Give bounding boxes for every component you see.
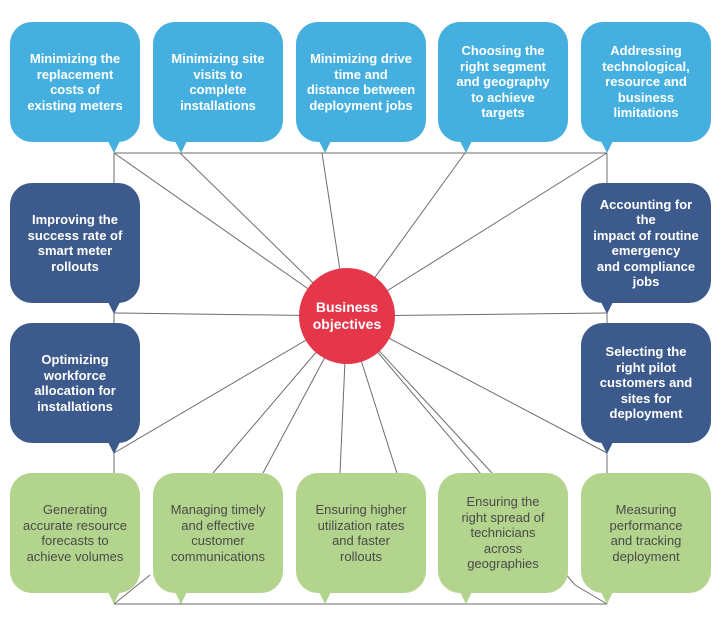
callout-tail xyxy=(601,141,613,153)
objective-technician-spread: Ensuring the right spread of technicians… xyxy=(438,473,568,604)
callout-tail xyxy=(460,592,472,604)
callout-tail xyxy=(601,442,613,454)
callout-tail xyxy=(319,141,331,153)
objective-success-rate: Improving the success rate of smart mete… xyxy=(10,183,140,314)
callout-tail xyxy=(175,141,187,153)
callout-tail xyxy=(175,592,187,604)
objective-site-visits: Minimizing site visits to complete insta… xyxy=(153,22,283,153)
objective-label: Generating accurate resource forecasts t… xyxy=(22,502,128,564)
objective-pilot-customers: Selecting the right pilot customers and … xyxy=(581,323,711,454)
objective-drive-time: Minimizing drive time and distance betwe… xyxy=(296,22,426,153)
callout-tail xyxy=(319,592,331,604)
objective-performance-tracking: Measuring performance and tracking deplo… xyxy=(581,473,711,604)
objective-segment-geography: Choosing the right segment and geography… xyxy=(438,22,568,153)
objective-label: Choosing the right segment and geography… xyxy=(456,43,550,121)
objective-label: Minimizing site visits to complete insta… xyxy=(171,51,265,113)
objective-label: Managing timely and effective customer c… xyxy=(170,502,266,564)
callout-tail xyxy=(108,442,120,454)
business-objectives-hub: Business objectives xyxy=(299,268,395,364)
callout-tail xyxy=(460,141,472,153)
callout-tail xyxy=(601,592,613,604)
callout-tail xyxy=(108,302,120,314)
objective-limitations: Addressing technological, resource and b… xyxy=(581,22,711,153)
objective-label: Optimizing workforce allocation for inst… xyxy=(34,352,116,414)
spoke-line xyxy=(346,152,608,317)
objective-label: Improving the success rate of smart mete… xyxy=(27,212,123,274)
hub-label: Business objectives xyxy=(312,299,382,332)
objective-label: Ensuring the right spread of technicians… xyxy=(461,494,545,572)
spoke-line xyxy=(113,574,151,605)
objective-utilization-rates: Ensuring higher utilization rates and fa… xyxy=(296,473,426,604)
objective-label: Addressing technological, resource and b… xyxy=(602,43,690,121)
callout-tail xyxy=(601,302,613,314)
objective-label: Minimizing the replacement costs of exis… xyxy=(27,51,123,113)
objective-label: Ensuring higher utilization rates and fa… xyxy=(315,502,407,564)
objective-customer-communications: Managing timely and effective customer c… xyxy=(153,473,283,604)
objective-workforce-allocation: Optimizing workforce allocation for inst… xyxy=(10,323,140,454)
objective-replacement-costs: Minimizing the replacement costs of exis… xyxy=(10,22,140,153)
objective-routine-emergency-jobs: Accounting for the impact of routine eme… xyxy=(581,183,711,314)
spoke-line xyxy=(346,315,608,454)
objective-label: Accounting for the impact of routine eme… xyxy=(593,196,699,290)
objective-resource-forecasts: Generating accurate resource forecasts t… xyxy=(10,473,140,604)
callout-tail xyxy=(108,592,120,604)
objective-label: Measuring performance and tracking deplo… xyxy=(609,502,683,564)
callout-tail xyxy=(108,141,120,153)
objective-label: Minimizing drive time and distance betwe… xyxy=(306,51,416,113)
objective-label: Selecting the right pilot customers and … xyxy=(599,344,693,422)
